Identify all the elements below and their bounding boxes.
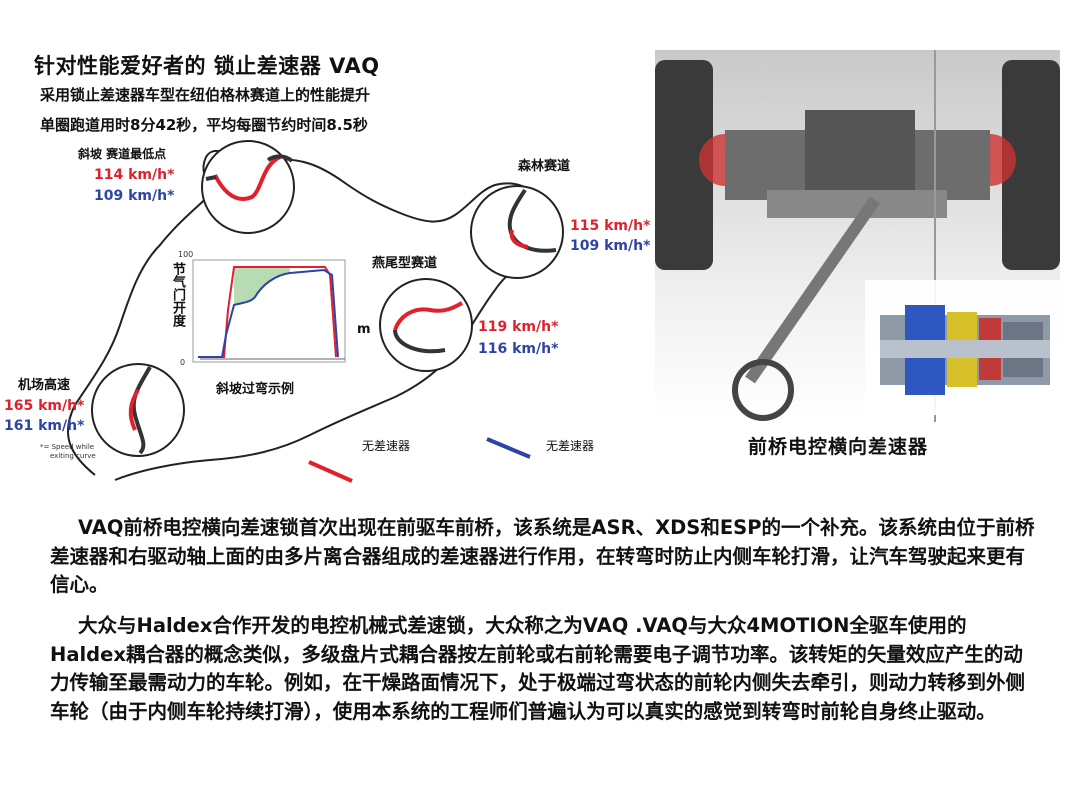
inset-ylabel: 节气门开度 [170,262,185,327]
corner3-blue-speed: 116 km/h* [478,341,559,357]
corner4-red-speed: 165 km/h* [4,398,85,414]
page-title: 针对性能爱好者的 锁止差速器 VAQ [34,54,380,78]
corner2-label: 森林赛道 [518,159,571,174]
track-outline [66,158,548,481]
corner2-blue-speed: 109 km/h* [570,238,651,254]
inset-m-label: m [357,322,371,337]
footnote-line-2: exiting curve [50,452,96,460]
corner-circle-4 [91,363,185,457]
corner1-label: 斜坡 赛道最低点 [78,147,167,161]
corner-circle-3 [379,278,473,372]
corner1-red-speed: 114 km/h* [94,167,175,183]
corner4-label: 机场高速 [18,378,71,393]
photo-caption: 前桥电控横向差速器 [748,436,929,458]
legend-red-label: 无差速器 [362,439,411,453]
legend-blue-label: 无差速器 [546,439,595,453]
axle-photo [655,50,1060,422]
inset-caption: 斜坡过弯示例 [216,382,295,397]
legend-blue-stroke [486,437,531,459]
footnote-line-1: *= Speed while [40,443,95,451]
inset-tick-top: 100 [178,250,194,259]
corner1-blue-speed: 109 km/h* [94,188,175,204]
subtitle-line-2: 单圈跑道用时8分42秒，平均每圈节约时间8.5秒 [40,116,368,134]
inset-red-line [198,266,337,358]
body-paragraph-2: 大众与Haldex合作开发的电控机械式差速锁，大众称之为VAQ .VAQ与大众4… [50,614,1026,723]
track-diagram [0,135,660,485]
inset-tick-bottom: 0 [180,358,186,367]
corner2-red-speed: 115 km/h* [570,218,651,234]
corner-circle-2 [470,185,564,279]
inset-blue-line [198,268,339,358]
body-paragraph-1: VAQ前桥电控横向差速锁首次出现在前驱车前桥，该系统是ASR、XDS和ESP的一… [50,516,1035,596]
corner3-label: 燕尾型赛道 [372,256,438,271]
corner4-blue-speed: 161 km/h* [4,418,85,434]
corner3-red-speed: 119 km/h* [478,319,559,335]
subtitle-line-1: 采用锁止差速器车型在纽伯格林赛道上的性能提升 [40,86,371,104]
legend-red-stroke [308,460,353,483]
